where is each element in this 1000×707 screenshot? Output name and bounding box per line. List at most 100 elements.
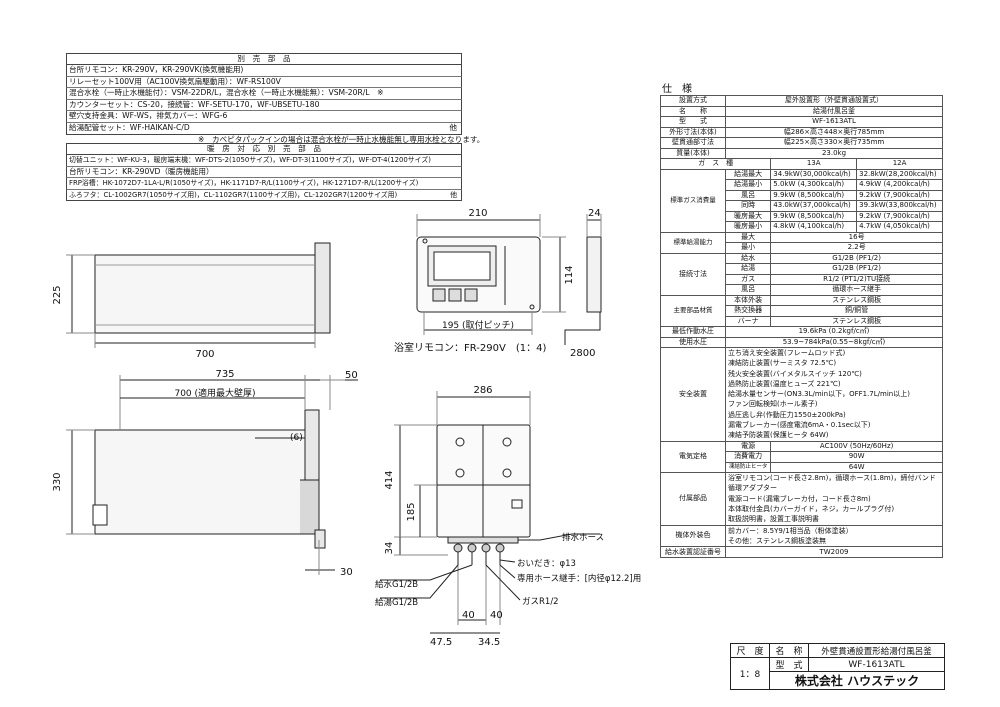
- spec-row: 名 称給湯付風呂釜: [660, 105, 943, 117]
- spec-value: 給湯付風呂釜: [725, 105, 943, 117]
- spec-accessory-item: 本体取付金具(カバーガイド，ネジ，カールプラグ付): [728, 505, 895, 514]
- spec-val-13a: 4.8kW (4,100kcal/h): [770, 221, 858, 233]
- spec-connection-label: 接続寸法: [660, 252, 726, 296]
- optional-parts-row: 給湯配管セット：WF-HAIKAN-C/D 他: [66, 122, 462, 135]
- spec-val-12a: 32.8kW(28,200kcal/h): [856, 168, 943, 180]
- spec-sub-a: 暖房: [734, 211, 749, 220]
- callout-hose-fitting: 専用ホース継手：[内径φ12.2]用: [517, 573, 641, 584]
- title-name-label: 名 称: [769, 643, 809, 658]
- spec-label: 使用水圧: [660, 336, 726, 348]
- spec-value: 幅286×高さ448×奥行785mm: [725, 126, 943, 138]
- dim-side-height: 414: [384, 470, 395, 489]
- optional-parts-last-text: 給湯配管セット：WF-HAIKAN-C/D: [69, 122, 190, 132]
- spec-safety-label: 安全装置: [660, 347, 726, 442]
- spec-label: 設置方式: [660, 95, 726, 107]
- spec-sub: 最小: [724, 242, 772, 254]
- top-view-unit: [94, 242, 331, 334]
- spec-value: G1/2B (PF1/2): [770, 263, 943, 275]
- title-scale: 1：8: [730, 657, 770, 690]
- optional-parts-suffix: 他: [449, 122, 457, 132]
- spec-sub: 消費電力: [724, 451, 772, 463]
- callout-drain-hose: 排水ホース: [562, 532, 604, 543]
- title-model: WF-1613ATL: [808, 657, 945, 672]
- spec-sub: ガス: [724, 273, 772, 285]
- title-scale-label: 尺 度: [730, 643, 770, 658]
- dim-front-flange: 50: [345, 370, 358, 381]
- spec-value: TW2009: [725, 546, 943, 558]
- spec-color-item: その他：ステンレス鋼板塗装無: [728, 536, 826, 545]
- spec-electric-label: 電気定格: [660, 440, 726, 474]
- spec-sub: 最大: [724, 231, 772, 243]
- dim-remote-pitch: 195 (取付ピッチ): [442, 320, 514, 331]
- spec-val-13a: 9.9kW (8,500kcal/h): [770, 189, 858, 201]
- spec-val-12a: 4.7kW (4,050kcal/h): [856, 221, 943, 233]
- spec-value: AC100V (50Hz/60Hz): [770, 440, 943, 453]
- spec-color-list: 前カバー：8.5Y9/1相当品（粉体塗装） その他：ステンレス鋼板塗装無: [725, 524, 943, 548]
- dim-remote-height: 114: [564, 265, 575, 284]
- spec-consumption-label: 標準ガス消費量: [660, 168, 726, 233]
- spec-sub-a: 給湯: [734, 180, 749, 189]
- optional-parts-row: 台所リモコン：KR-290V，KR-290VK(換気機能用): [66, 65, 462, 77]
- spec-gas-12a: 12A: [856, 158, 943, 170]
- callout-gas: ガスR1/2: [522, 596, 559, 607]
- title-company: 株式会社 ハウステック: [769, 671, 945, 690]
- spec-title: 仕 様: [662, 84, 692, 95]
- spec-accessories-list: 浴室リモコン(コード長さ2.8m)，循環ホース(1.8m)，締付バンド 循環アダ…: [725, 472, 943, 526]
- heating-parts-row: 台所リモコン：KR-290VD（暖房機能用）: [66, 166, 462, 179]
- spec-val-13a: 43.0kW(37,000kcal/h): [770, 200, 858, 212]
- spec-value: 64W: [770, 461, 943, 474]
- spec-label: 質量(本体): [660, 147, 726, 159]
- spec-value: 16号: [770, 231, 943, 243]
- spec-color-item: 前カバー：8.5Y9/1相当品（粉体塗装）: [728, 526, 853, 535]
- spec-row: 安全装置 立ち消え安全装置(フレームロッド式) 凍結防止装置(サーミスタ 72.…: [660, 347, 943, 442]
- heating-parts-row: FRP浴槽：HK-1072D7-1LA-L/R(1050サイズ)，HK-1171…: [66, 178, 462, 190]
- dim-front-height: 330: [52, 472, 63, 491]
- spec-sub-b: 最小: [748, 180, 763, 189]
- spec-label: 給水装置認証番号: [660, 546, 726, 558]
- spec-sub-b: 最小: [748, 222, 763, 231]
- optional-parts-title: 別 売 部 品: [66, 53, 462, 65]
- spec-safety-list: 立ち消え安全装置(フレームロッド式) 凍結防止装置(サーミスタ 72.5℃) 残…: [725, 347, 943, 442]
- spec-value: 2.2号: [770, 242, 943, 254]
- heating-parts-row: 切替ユニット：WF-KU-3，暖房端末機：WF-DTS-2(1050サイズ)，W…: [66, 155, 462, 167]
- heating-parts-table: 暖 房 対 応 別 売 部 品 切替ユニット：WF-KU-3，暖房端末機：WF-…: [66, 143, 462, 202]
- spec-safety-item: 過熱防止装置(温度ヒューズ 221℃): [728, 379, 841, 388]
- drawing-area: 225 700 735 700 (適用最大壁厚) (6) 50 330 30 2…: [52, 208, 641, 648]
- spec-sub: 本体外装: [724, 294, 772, 306]
- spec-value: 90W: [770, 451, 943, 463]
- spec-sub: 給湯: [724, 263, 772, 275]
- dim-front-wall: 700 (適用最大壁厚): [174, 387, 255, 399]
- spec-row: 壁貫通部寸法幅225×高さ330×奥行735mm: [660, 137, 943, 149]
- spec-safety-item: 凍結予防装置(保護ヒータ 64W): [728, 431, 829, 440]
- spec-sub: 風呂: [724, 284, 772, 296]
- optional-parts-row: リレーセット100V用（AC100V換気扇駆動用）：WF-RS100V: [66, 76, 462, 89]
- spec-sub: 電源: [724, 440, 772, 453]
- spec-sub: 熱交換器: [724, 305, 772, 317]
- spec-accessory-item: 取扱説明書，設置工事説明書: [728, 515, 819, 524]
- spec-value: 屋外設置形（外壁貫通設置式）: [725, 95, 943, 107]
- spec-accessories-label: 付属部品: [660, 472, 726, 526]
- spec-gas-label: ガ ス 種: [659, 158, 772, 170]
- spec-value: ステンレス鋼板: [770, 294, 943, 306]
- spec-label: 最低作動水圧: [660, 326, 726, 338]
- dim-side-width: 286: [473, 385, 492, 396]
- spec-val-12a: 9.2kW (7,900kcal/h): [856, 189, 943, 201]
- spec-safety-item: ファン回転検知(ホール素子): [728, 400, 818, 409]
- spec-sub: 同時: [724, 200, 772, 212]
- spec-sub-b: 最大: [748, 169, 763, 178]
- dim-pipe-1: 40: [462, 610, 475, 621]
- spec-value: 銅/銅管: [770, 305, 943, 317]
- spec-value: R1/2 (PT1/2)TU接続: [770, 273, 943, 285]
- unit-front-panel: [436, 424, 531, 565]
- spec-val-13a: 9.9kW (8,500kcal/h): [770, 210, 858, 222]
- spec-row: 質量(本体)23.0kg: [660, 147, 943, 159]
- heating-parts-last-text: ふろフタ：CL-1002GR7(1050サイズ用)，CL-1102GR7(110…: [69, 190, 398, 199]
